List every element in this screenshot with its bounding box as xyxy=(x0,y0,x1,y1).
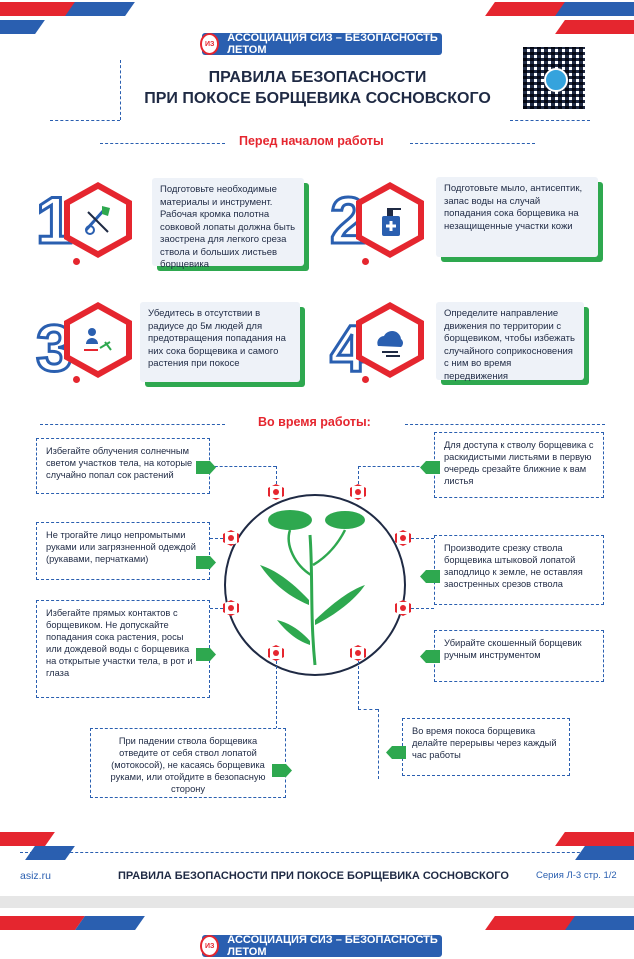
brand-name: АССОЦИАЦИЯ СИЗ – БЕЗОПАСНОСТЬ ЛЕТОМ xyxy=(227,32,438,56)
step-icon-frame xyxy=(64,182,132,258)
step-card: Определите направление движения по терри… xyxy=(436,302,584,382)
step-icon-frame xyxy=(64,302,132,378)
connector-node xyxy=(223,600,239,616)
telegram-icon xyxy=(544,68,568,92)
arrow-icon xyxy=(196,556,216,569)
step-card: Подготовьте мыло, антисептик, запас воды… xyxy=(436,177,598,257)
page-title: ПРАВИЛА БЕЗОПАСНОСТИ ПРИ ПОКОСЕ БОРЩЕВИК… xyxy=(120,67,515,109)
tip-card: Избегайте облучения солнечным светом уча… xyxy=(36,438,210,494)
arrow-icon xyxy=(420,650,440,663)
connector-node xyxy=(350,484,366,500)
connector-line xyxy=(276,466,277,484)
brand-banner: ИЗ АССОЦИАЦИЯ СИЗ – БЕЗОПАСНОСТЬ ЛЕТОМ xyxy=(200,934,442,958)
connector-node xyxy=(395,600,411,616)
tools-icon xyxy=(84,206,110,235)
decor-stripe xyxy=(555,2,634,16)
connector-line xyxy=(358,661,359,709)
tip-card: Избегайте прямых контактов с борщевиком.… xyxy=(36,600,210,698)
connector-line xyxy=(276,661,277,729)
arrow-icon xyxy=(386,746,406,759)
footer-title: ПРАВИЛА БЕЗОПАСНОСТИ ПРИ ПОКОСЕ БОРЩЕВИК… xyxy=(118,870,509,882)
tip-card: Для доступа к стволу борщевика с раскиди… xyxy=(434,432,604,498)
divider xyxy=(120,60,121,120)
connector-node xyxy=(350,645,366,661)
arrow-icon xyxy=(272,764,292,777)
arrow-icon xyxy=(420,461,440,474)
decor-stripe xyxy=(0,20,45,34)
arrow-icon xyxy=(196,648,216,661)
connector-line xyxy=(358,466,434,467)
association-logo: ИЗ xyxy=(200,935,220,957)
bullet-dot xyxy=(362,258,369,265)
footer-series: Серия Л-3 стр. 1/2 xyxy=(536,870,617,881)
section-title-during: Во время работы: xyxy=(252,415,377,429)
step-icon-frame xyxy=(356,182,424,258)
tip-card: При падении ствола борщевика отведите от… xyxy=(90,728,286,798)
qr-code[interactable] xyxy=(523,47,585,109)
connector-node xyxy=(395,530,411,546)
decor-stripe xyxy=(555,832,634,846)
tip-card: Производите срезку ствола борщевика штык… xyxy=(434,535,604,605)
step-card: Подготовьте необходимые материалы и инст… xyxy=(152,178,304,270)
weather-icon xyxy=(377,331,403,357)
decor-stripe xyxy=(575,846,634,860)
decor-stripe xyxy=(25,846,75,860)
title-line-1: ПРАВИЛА БЕЗОПАСНОСТИ xyxy=(208,69,427,86)
connector-line xyxy=(411,538,434,539)
tip-card: Не трогайте лицо непромытыми руками или … xyxy=(36,522,210,580)
decor-stripe xyxy=(0,832,55,846)
arrow-icon xyxy=(196,461,216,474)
brand-name: АССОЦИАЦИЯ СИЗ – БЕЗОПАСНОСТЬ ЛЕТОМ xyxy=(227,934,438,958)
connector-line xyxy=(358,466,359,484)
tip-card: Во время покоса борщевика делайте переры… xyxy=(402,718,570,776)
connector-line xyxy=(378,709,379,779)
sanitizer-icon xyxy=(382,208,401,236)
connector-line xyxy=(411,608,434,609)
connector-line xyxy=(210,538,223,539)
connector-line xyxy=(210,608,223,609)
bullet-dot xyxy=(362,376,369,383)
divider xyxy=(100,143,225,144)
divider xyxy=(410,143,535,144)
hogweed-illustration xyxy=(224,494,406,676)
connector-line xyxy=(210,466,276,467)
decor-stripe xyxy=(555,20,634,34)
tip-card: Убирайте скошенный борщевик ручным инстр… xyxy=(434,630,604,682)
divider xyxy=(50,120,120,121)
arrow-icon xyxy=(420,570,440,583)
divider xyxy=(20,852,615,853)
connector-node xyxy=(268,484,284,500)
title-line-2: ПРИ ПОКОСЕ БОРЩЕВИКА СОСНОВСКОГО xyxy=(144,90,491,107)
decor-stripe xyxy=(565,916,634,930)
brand-banner: ИЗ АССОЦИАЦИЯ СИЗ – БЕЗОПАСНОСТЬ ЛЕТОМ xyxy=(200,32,442,56)
section-title-before: Перед началом работы xyxy=(233,134,390,148)
bullet-dot xyxy=(73,376,80,383)
divider xyxy=(405,424,605,425)
divider xyxy=(40,424,225,425)
connector-line xyxy=(358,709,378,710)
step-card: Убедитесь в отсутствии в радиусе до 5м л… xyxy=(140,302,300,382)
connector-node xyxy=(268,645,284,661)
decor-stripe xyxy=(0,916,85,930)
decor-stripe xyxy=(75,916,145,930)
people-distance-icon xyxy=(84,328,112,351)
decor-stripe xyxy=(65,2,135,16)
association-logo: ИЗ xyxy=(200,33,220,55)
connector-node xyxy=(223,530,239,546)
page-separator xyxy=(0,896,634,908)
footer-site-link[interactable]: asiz.ru xyxy=(20,870,51,882)
bullet-dot xyxy=(73,258,80,265)
divider xyxy=(510,120,590,121)
